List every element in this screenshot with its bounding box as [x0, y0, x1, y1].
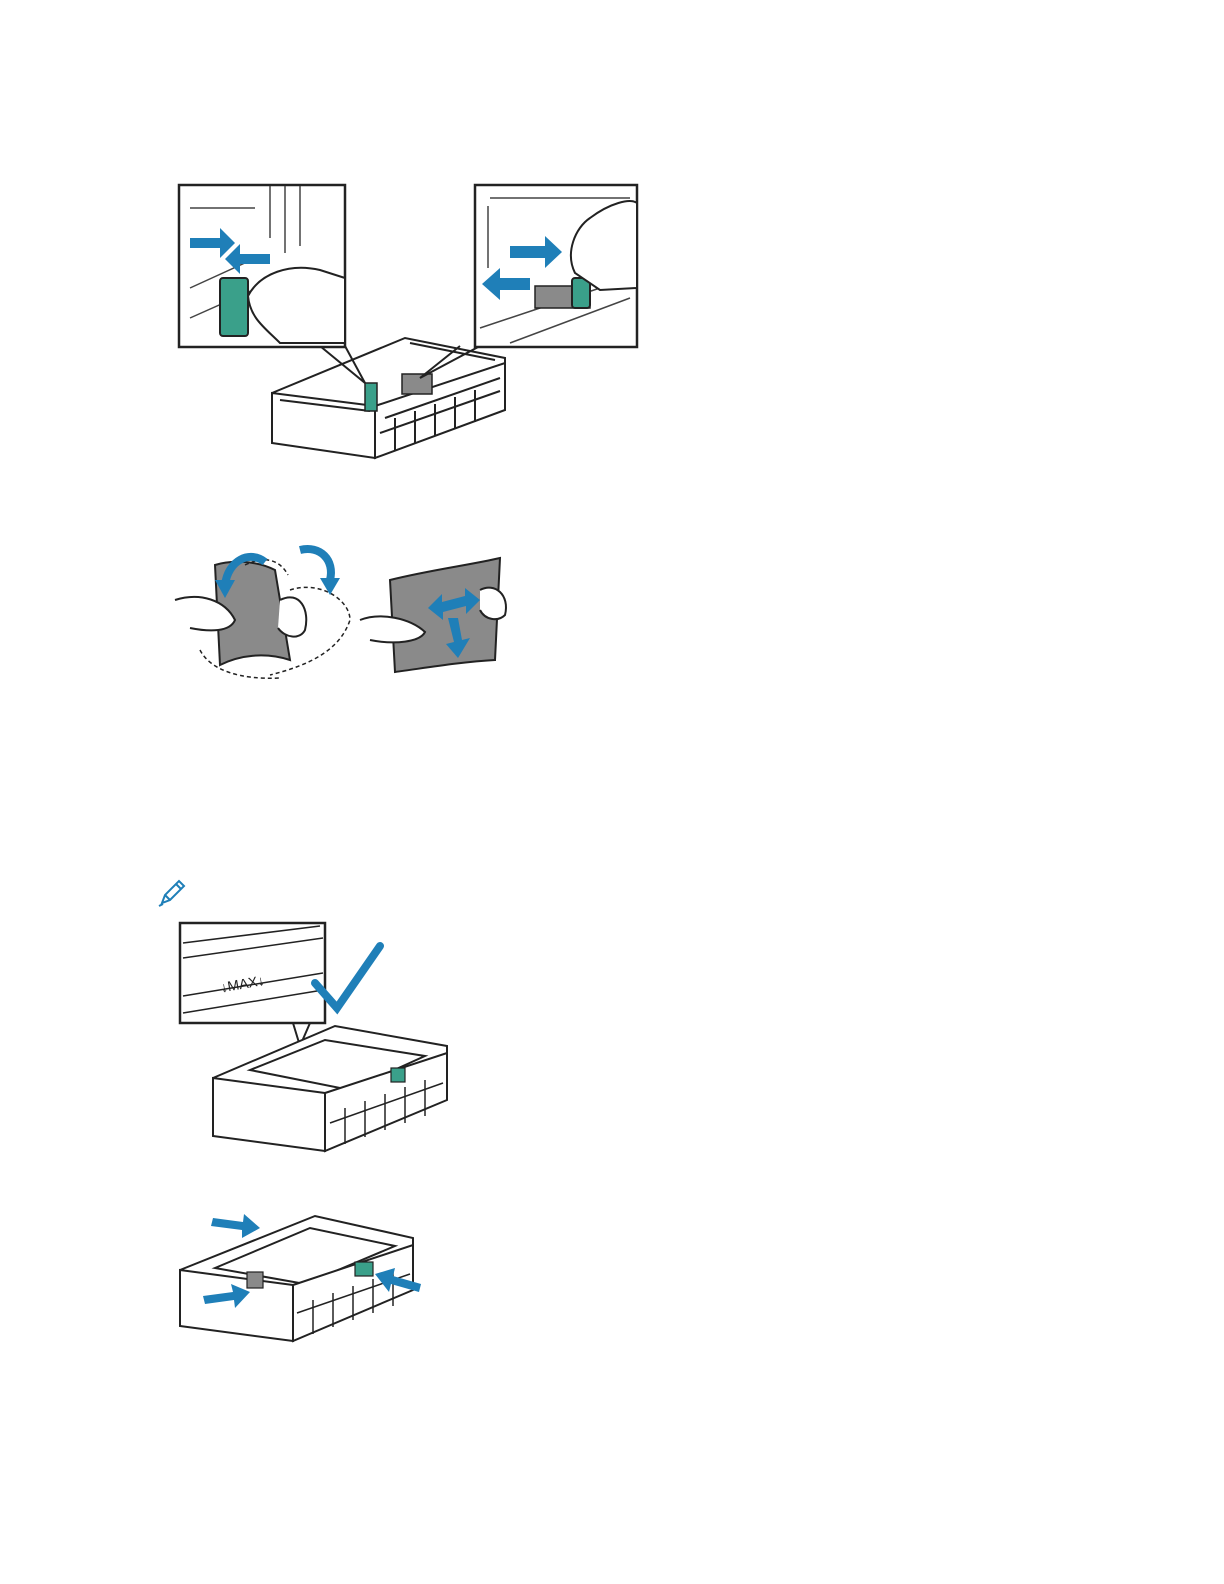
inset-left [179, 185, 345, 347]
paper-tray [272, 338, 505, 458]
inset-max-line: ↓MAX↓ [180, 923, 325, 1023]
curved-arrow-icon [300, 549, 331, 580]
pencil-icon [157, 878, 187, 908]
end-guide [247, 1272, 263, 1288]
inset-right [475, 185, 637, 347]
arrow-right-icon [211, 1214, 260, 1238]
paper-stack-flat [360, 558, 506, 672]
paper-tray [213, 1026, 447, 1151]
figure-guides-against-stack [175, 1208, 425, 1348]
figure-load-paper-max: ↓MAX↓ [175, 918, 455, 1158]
end-guide [402, 374, 432, 394]
paper-tray [180, 1216, 413, 1341]
side-guide [365, 383, 377, 411]
figure-adjust-guides [170, 178, 645, 463]
paper-stack-flexing [175, 549, 350, 678]
figure-flex-paper [170, 540, 515, 685]
side-guide [355, 1262, 373, 1276]
